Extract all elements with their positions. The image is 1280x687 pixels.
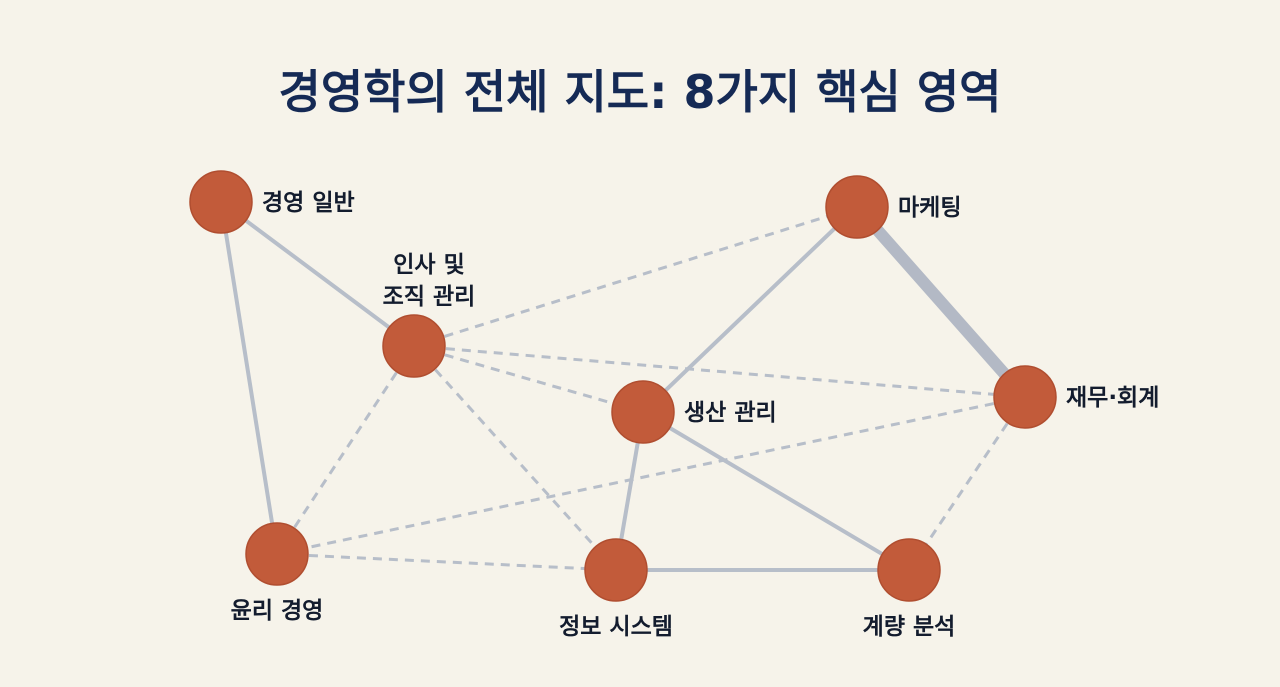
node-label: 재무·회계 [1066,385,1159,411]
edge-marketing-production [641,205,859,414]
node-production: 생산 관리 [611,380,777,444]
node-hr: 인사 및조직 관리 [382,252,476,378]
edge-finance-quant [907,396,1027,571]
node-circle [877,538,941,602]
edge-general-hr [219,200,416,348]
edge-hr-marketing [413,205,858,348]
node-label: 계량 분석 [863,614,956,640]
edge-hr-mis [412,344,618,572]
edge-marketing-finance [851,201,1031,403]
edge-general-ethics [219,200,279,556]
node-circle [825,175,889,239]
node-label: 정보 시스템 [559,614,673,640]
node-finance: 재무·회계 [993,365,1159,429]
node-circle [993,365,1057,429]
edge-hr-ethics [275,345,416,555]
node-label: 인사 및 [393,252,465,278]
edges-layer [219,200,1031,572]
edge-hr-finance [413,344,1026,399]
node-mis: 정보 시스템 [559,538,673,640]
node-marketing: 마케팅 [825,175,961,239]
node-circle [382,314,446,378]
node-label: 경영 일반 [262,190,355,216]
page-title: 경영학의 전체 지도: 8가지 핵심 영역 [279,65,1002,119]
node-label: 조직 관리 [383,284,476,310]
node-circle [611,380,675,444]
node-circle [584,538,648,602]
node-quant: 계량 분석 [863,538,956,640]
node-label: 윤리 경영 [231,598,324,624]
node-circle [189,170,253,234]
node-ethics: 윤리 경영 [231,522,324,624]
node-circle [245,522,309,586]
edge-hr-production [413,344,644,414]
node-label: 생산 관리 [684,400,777,426]
node-general: 경영 일반 [189,170,355,234]
edge-ethics-mis [276,552,617,572]
edge-production-quant [641,410,911,572]
node-label: 마케팅 [898,195,961,221]
